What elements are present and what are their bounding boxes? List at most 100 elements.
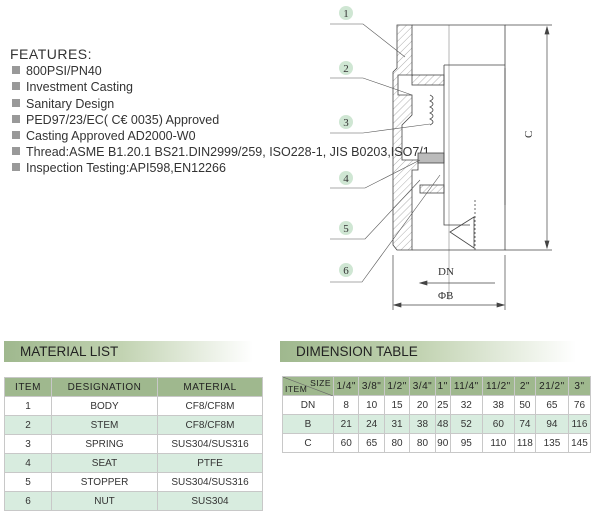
corner-item: ITEM xyxy=(285,384,308,394)
value-cell: 50 xyxy=(513,395,536,415)
value-cell: 110 xyxy=(481,433,515,453)
dim-c-label: C xyxy=(523,131,535,138)
callout-1: 1 xyxy=(339,6,353,20)
item-cell: 5 xyxy=(4,472,52,492)
feature-text: Sanitary Design xyxy=(26,96,115,111)
callout-leaders xyxy=(330,23,441,283)
callout-number: 6 xyxy=(343,265,349,277)
material-cell: CF8/CF8M xyxy=(157,396,263,416)
value-cell: 60 xyxy=(481,414,515,434)
col-designation: DESIGNATION xyxy=(51,377,158,397)
corner-header: SIZE ITEM xyxy=(282,376,334,396)
callout-6: 6 xyxy=(339,263,353,277)
value-cell: 116 xyxy=(567,414,592,434)
size-header: 1/2" xyxy=(383,376,411,396)
material-list-banner: MATERIAL LIST xyxy=(4,341,266,362)
material-cell: SUS304 xyxy=(157,491,263,511)
callout-circle xyxy=(339,221,353,235)
feature-text: Inspection Testing:API598,EN12266 xyxy=(26,161,226,176)
size-header: 2" xyxy=(513,376,536,396)
designation-cell: SEAT xyxy=(51,453,158,473)
callout-circle xyxy=(339,61,353,75)
value-cell: 118 xyxy=(513,433,536,453)
square-bullet-icon xyxy=(12,131,20,140)
feature-text: Casting Approved AD2000-W0 xyxy=(26,129,196,144)
value-cell: 38 xyxy=(409,414,436,434)
material-cell: CF8/CF8M xyxy=(157,415,263,435)
callout-number: 3 xyxy=(343,117,349,129)
value-cell: 65 xyxy=(534,395,569,415)
square-bullet-icon xyxy=(12,147,20,156)
callout-circle xyxy=(339,115,353,129)
check-valve-diagram: 1 2 3 4 5 6 C DN ΦB xyxy=(330,6,552,310)
value-cell: 90 xyxy=(434,433,451,453)
value-cell: 95 xyxy=(449,433,483,453)
dimension-table: SIZE ITEM 1/4"3/8"1/2"3/4"1"11/4"11/2"2"… xyxy=(282,376,592,453)
size-header: 1/4" xyxy=(332,376,360,396)
feature-item: Casting Approved AD2000-W0 xyxy=(10,128,430,144)
feature-text: Investment Casting xyxy=(26,80,133,95)
size-header: 3" xyxy=(567,376,592,396)
size-header: 1" xyxy=(434,376,451,396)
value-cell: 10 xyxy=(358,395,385,415)
value-cell: 48 xyxy=(434,414,451,434)
callout-3: 3 xyxy=(339,115,353,129)
value-cell: 24 xyxy=(358,414,385,434)
value-cell: 76 xyxy=(567,395,592,415)
feature-item: Sanitary Design xyxy=(10,96,430,112)
dim-dn-label: DN xyxy=(438,266,454,278)
callout-5: 5 xyxy=(339,221,353,235)
feature-text: Thread:ASME B1.20.1 BS21.DIN2999/259, IS… xyxy=(26,145,430,160)
value-cell: 20 xyxy=(409,395,436,415)
row-label: B xyxy=(282,414,334,434)
value-cell: 8 xyxy=(332,395,360,415)
value-cell: 21 xyxy=(332,414,360,434)
size-header: 21/2" xyxy=(534,376,569,396)
value-cell: 135 xyxy=(534,433,569,453)
feature-item: Investment Casting xyxy=(10,79,430,95)
value-cell: 15 xyxy=(383,395,411,415)
size-header: 3/4" xyxy=(409,376,436,396)
value-cell: 31 xyxy=(383,414,411,434)
material-cell: PTFE xyxy=(157,453,263,473)
feature-text: PED97/23/EC( C€ 0035) Approved xyxy=(26,112,220,127)
value-cell: 80 xyxy=(409,433,436,453)
callout-number: 2 xyxy=(343,63,349,75)
row-label: C xyxy=(282,433,334,453)
row-label: DN xyxy=(282,395,334,415)
value-cell: 65 xyxy=(358,433,385,453)
callout-circle xyxy=(339,263,353,277)
value-cell: 60 xyxy=(332,433,360,453)
value-cell: 145 xyxy=(567,433,592,453)
callout-2: 2 xyxy=(339,61,353,75)
square-bullet-icon xyxy=(12,66,20,75)
item-cell: 4 xyxy=(4,453,52,473)
value-cell: 32 xyxy=(449,395,483,415)
item-cell: 3 xyxy=(4,434,52,454)
square-bullet-icon xyxy=(12,163,20,172)
size-header: 11/4" xyxy=(449,376,483,396)
callout-number: 1 xyxy=(343,8,349,20)
material-cell: SUS304/SUS316 xyxy=(157,434,263,454)
item-cell: 6 xyxy=(4,491,52,511)
feature-item: PED97/23/EC( C€ 0035) Approved xyxy=(10,112,430,128)
feature-item: Thread:ASME B1.20.1 BS21.DIN2999/259, IS… xyxy=(10,144,430,160)
dimension-table-banner: DIMENSION TABLE xyxy=(280,341,592,362)
callout-4: 4 xyxy=(339,171,353,185)
material-cell: SUS304/SUS316 xyxy=(157,472,263,492)
features-title: FEATURES: xyxy=(10,46,93,62)
item-cell: 2 xyxy=(4,415,52,435)
designation-cell: STEM xyxy=(51,415,158,435)
value-cell: 25 xyxy=(434,395,451,415)
dim-b-label: ΦB xyxy=(438,290,453,302)
